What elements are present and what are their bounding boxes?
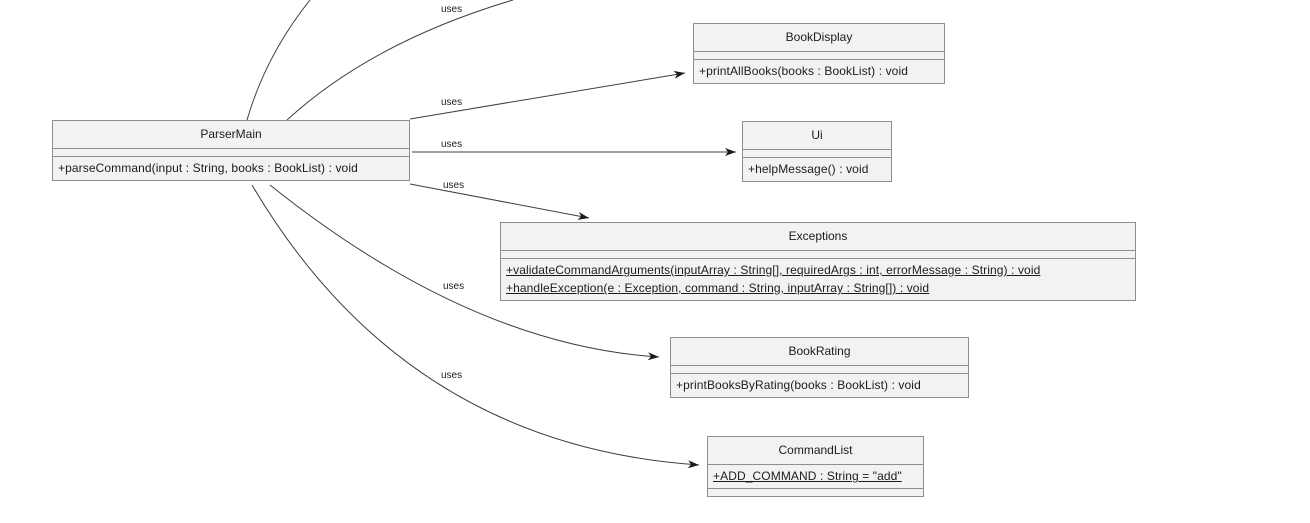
edge-label-uses: uses	[443, 180, 465, 191]
class-attribute-static: +ADD_COMMAND : String = "add"	[713, 469, 902, 483]
methods-compartment-empty	[708, 488, 923, 496]
class-box-bookdisplay[interactable]: BookDisplay +printAllBooks(books : BookL…	[693, 23, 945, 84]
edge-label-uses: uses	[441, 370, 463, 381]
class-box-ui[interactable]: Ui +helpMessage() : void	[742, 121, 892, 182]
attributes-compartment-empty	[743, 149, 891, 157]
attributes-compartment-empty	[671, 365, 968, 373]
edge-label-uses: uses	[443, 281, 465, 292]
class-title: Exceptions	[788, 229, 848, 243]
class-title: BookDisplay	[785, 30, 853, 44]
attributes-compartment-empty	[694, 51, 944, 59]
class-box-exceptions[interactable]: Exceptions +validateCommandArguments(inp…	[500, 222, 1136, 301]
edge-label-uses: uses	[441, 4, 463, 15]
methods-compartment: +validateCommandArguments(inputArray : S…	[501, 258, 1135, 300]
class-method: +helpMessage() : void	[748, 162, 869, 176]
uses-edge-parsermain-bookdisplay	[409, 70, 686, 120]
class-method: +parseCommand(input : String, books : Bo…	[58, 161, 358, 175]
attributes-compartment-empty	[501, 250, 1135, 258]
methods-compartment: +helpMessage() : void	[743, 157, 891, 181]
methods-compartment: +printAllBooks(books : BookList) : void	[694, 59, 944, 83]
class-box-parsermain[interactable]: ParserMain +parseCommand(input : String,…	[52, 120, 410, 181]
methods-compartment: +printBooksByRating(books : BookList) : …	[671, 373, 968, 397]
edge-label-uses: uses	[441, 139, 463, 150]
uses-edge-offcanvas-top	[286, 0, 514, 121]
attributes-compartment: +ADD_COMMAND : String = "add"	[708, 464, 923, 488]
class-method: +printAllBooks(books : BookList) : void	[699, 64, 908, 78]
class-box-commandlist[interactable]: CommandList +ADD_COMMAND : String = "add…	[707, 436, 924, 497]
class-title: Ui	[811, 128, 823, 142]
edge-label-uses: uses	[441, 97, 463, 108]
class-method: +printBooksByRating(books : BookList) : …	[676, 378, 921, 392]
class-method-static: +validateCommandArguments(inputArray : S…	[506, 263, 1041, 277]
uses-edge-offcanvas-left	[246, 0, 311, 121]
uses-edge-parsermain-bookrating	[269, 184, 660, 361]
class-title: BookRating	[788, 344, 851, 358]
class-box-bookrating[interactable]: BookRating +printBooksByRating(books : B…	[670, 337, 969, 398]
attributes-compartment-empty	[53, 148, 409, 156]
class-method-static: +handleException(e : Exception, command …	[506, 281, 930, 295]
uses-edge-parsermain-commandlist	[251, 184, 700, 469]
class-title: ParserMain	[200, 127, 262, 141]
uses-edge-parsermain-exceptions	[409, 183, 590, 220]
methods-compartment: +parseCommand(input : String, books : Bo…	[53, 156, 409, 180]
class-title: CommandList	[778, 443, 853, 457]
